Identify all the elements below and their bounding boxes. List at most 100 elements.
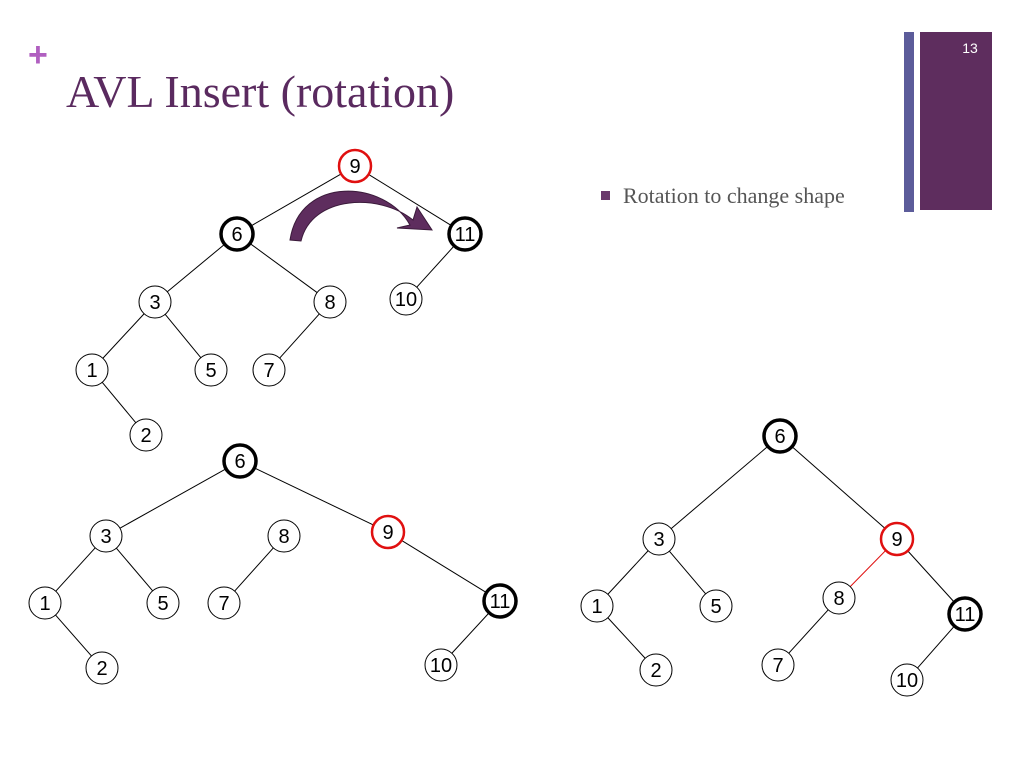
node-circle bbox=[129, 418, 163, 452]
tree-edge bbox=[55, 547, 96, 592]
tree-node-9: 9 bbox=[337, 148, 373, 184]
tree-during-rotation: 6 3 8 9 1 5 7 11 2 10 bbox=[28, 443, 518, 685]
tree-edge bbox=[907, 550, 955, 603]
node-circle bbox=[639, 653, 673, 687]
node-circle bbox=[313, 285, 347, 319]
tree-node-6: 6 bbox=[762, 418, 798, 454]
node-circle bbox=[138, 285, 172, 319]
tree-edge bbox=[249, 243, 318, 293]
node-label: 7 bbox=[772, 655, 783, 677]
node-label: 2 bbox=[140, 425, 151, 447]
node-circle bbox=[822, 581, 856, 615]
node-circle bbox=[222, 443, 258, 479]
tree-edge bbox=[451, 612, 490, 654]
tree-node-9: 9 bbox=[879, 521, 915, 557]
node-label: 5 bbox=[710, 596, 721, 618]
tree-edge bbox=[250, 173, 342, 227]
bullet-square-icon bbox=[601, 191, 610, 201]
tree-node-2: 2 bbox=[639, 653, 673, 687]
node-circle bbox=[389, 282, 423, 316]
tree-edge bbox=[401, 539, 487, 594]
node-circle bbox=[761, 648, 795, 682]
node-circle bbox=[194, 353, 228, 387]
node-label: 10 bbox=[896, 670, 918, 692]
node-label: 10 bbox=[430, 655, 452, 677]
node-label: 5 bbox=[157, 593, 168, 615]
tree-node-8: 8 bbox=[313, 285, 347, 319]
tree-node-7: 7 bbox=[761, 648, 795, 682]
node-label: 1 bbox=[86, 360, 97, 382]
rotation-arrow-icon bbox=[289, 190, 433, 242]
tree-node-1: 1 bbox=[75, 353, 109, 387]
node-label: 10 bbox=[395, 289, 417, 311]
tree-edge bbox=[607, 550, 649, 595]
bullet-text: Rotation to change shape bbox=[623, 183, 845, 208]
node-circle bbox=[762, 418, 798, 454]
tree-edge bbox=[849, 550, 887, 587]
node-label: 8 bbox=[278, 526, 289, 548]
tree-node-6: 6 bbox=[222, 443, 258, 479]
node-label: 7 bbox=[218, 593, 229, 615]
accent-bar-secondary bbox=[904, 32, 914, 212]
node-circle bbox=[447, 216, 483, 252]
tree-edge bbox=[164, 314, 202, 358]
node-circle bbox=[207, 586, 241, 620]
tree-node-5: 5 bbox=[699, 589, 733, 623]
node-label: 6 bbox=[234, 451, 245, 473]
node-label: 2 bbox=[96, 658, 107, 680]
tree-node-5: 5 bbox=[146, 586, 180, 620]
tree-node-11: 11 bbox=[482, 583, 518, 619]
node-circle bbox=[370, 514, 406, 550]
node-label: 11 bbox=[490, 591, 511, 613]
node-circle bbox=[85, 651, 119, 685]
tree-node-9: 9 bbox=[370, 514, 406, 550]
tree-node-7: 7 bbox=[252, 353, 286, 387]
tree-node-11: 11 bbox=[947, 596, 983, 632]
node-circle bbox=[699, 589, 733, 623]
slide-number: 13 bbox=[962, 40, 978, 56]
node-label: 3 bbox=[653, 529, 664, 551]
node-label: 9 bbox=[349, 156, 360, 178]
node-circle bbox=[75, 353, 109, 387]
tree-edge bbox=[166, 243, 226, 293]
node-label: 11 bbox=[955, 604, 976, 626]
tree-node-3: 3 bbox=[89, 519, 123, 553]
bullet-item: Rotation to change shape bbox=[601, 182, 845, 210]
node-circle bbox=[947, 596, 983, 632]
tree-node-7: 7 bbox=[207, 586, 241, 620]
node-label: 2 bbox=[650, 660, 661, 682]
node-label: 8 bbox=[324, 292, 335, 314]
node-label: 7 bbox=[263, 360, 274, 382]
node-label: 1 bbox=[39, 593, 50, 615]
tree-node-2: 2 bbox=[85, 651, 119, 685]
tree-node-2: 2 bbox=[129, 418, 163, 452]
node-circle bbox=[890, 663, 924, 697]
tree-node-8: 8 bbox=[822, 581, 856, 615]
tree-edge bbox=[788, 609, 829, 654]
tree-node-1: 1 bbox=[580, 589, 614, 623]
tree-edge bbox=[670, 445, 769, 530]
node-label: 3 bbox=[100, 526, 111, 548]
tree-edge bbox=[115, 547, 154, 592]
node-circle bbox=[89, 519, 123, 553]
node-label: 8 bbox=[833, 588, 844, 610]
node-circle bbox=[580, 589, 614, 623]
node-circle bbox=[337, 148, 373, 184]
node-label: 11 bbox=[455, 224, 476, 246]
tree-node-3: 3 bbox=[138, 285, 172, 319]
node-circle bbox=[219, 216, 255, 252]
node-label: 6 bbox=[231, 224, 242, 246]
tree-edge bbox=[279, 313, 320, 359]
tree-edge bbox=[917, 625, 955, 669]
node-circle bbox=[252, 353, 286, 387]
node-label: 3 bbox=[149, 292, 160, 314]
node-label: 9 bbox=[891, 529, 902, 551]
tree-node-10: 10 bbox=[890, 663, 924, 697]
plus-symbol: + bbox=[28, 36, 48, 74]
node-circle bbox=[879, 521, 915, 557]
node-circle bbox=[146, 586, 180, 620]
tree-edge bbox=[668, 550, 707, 595]
